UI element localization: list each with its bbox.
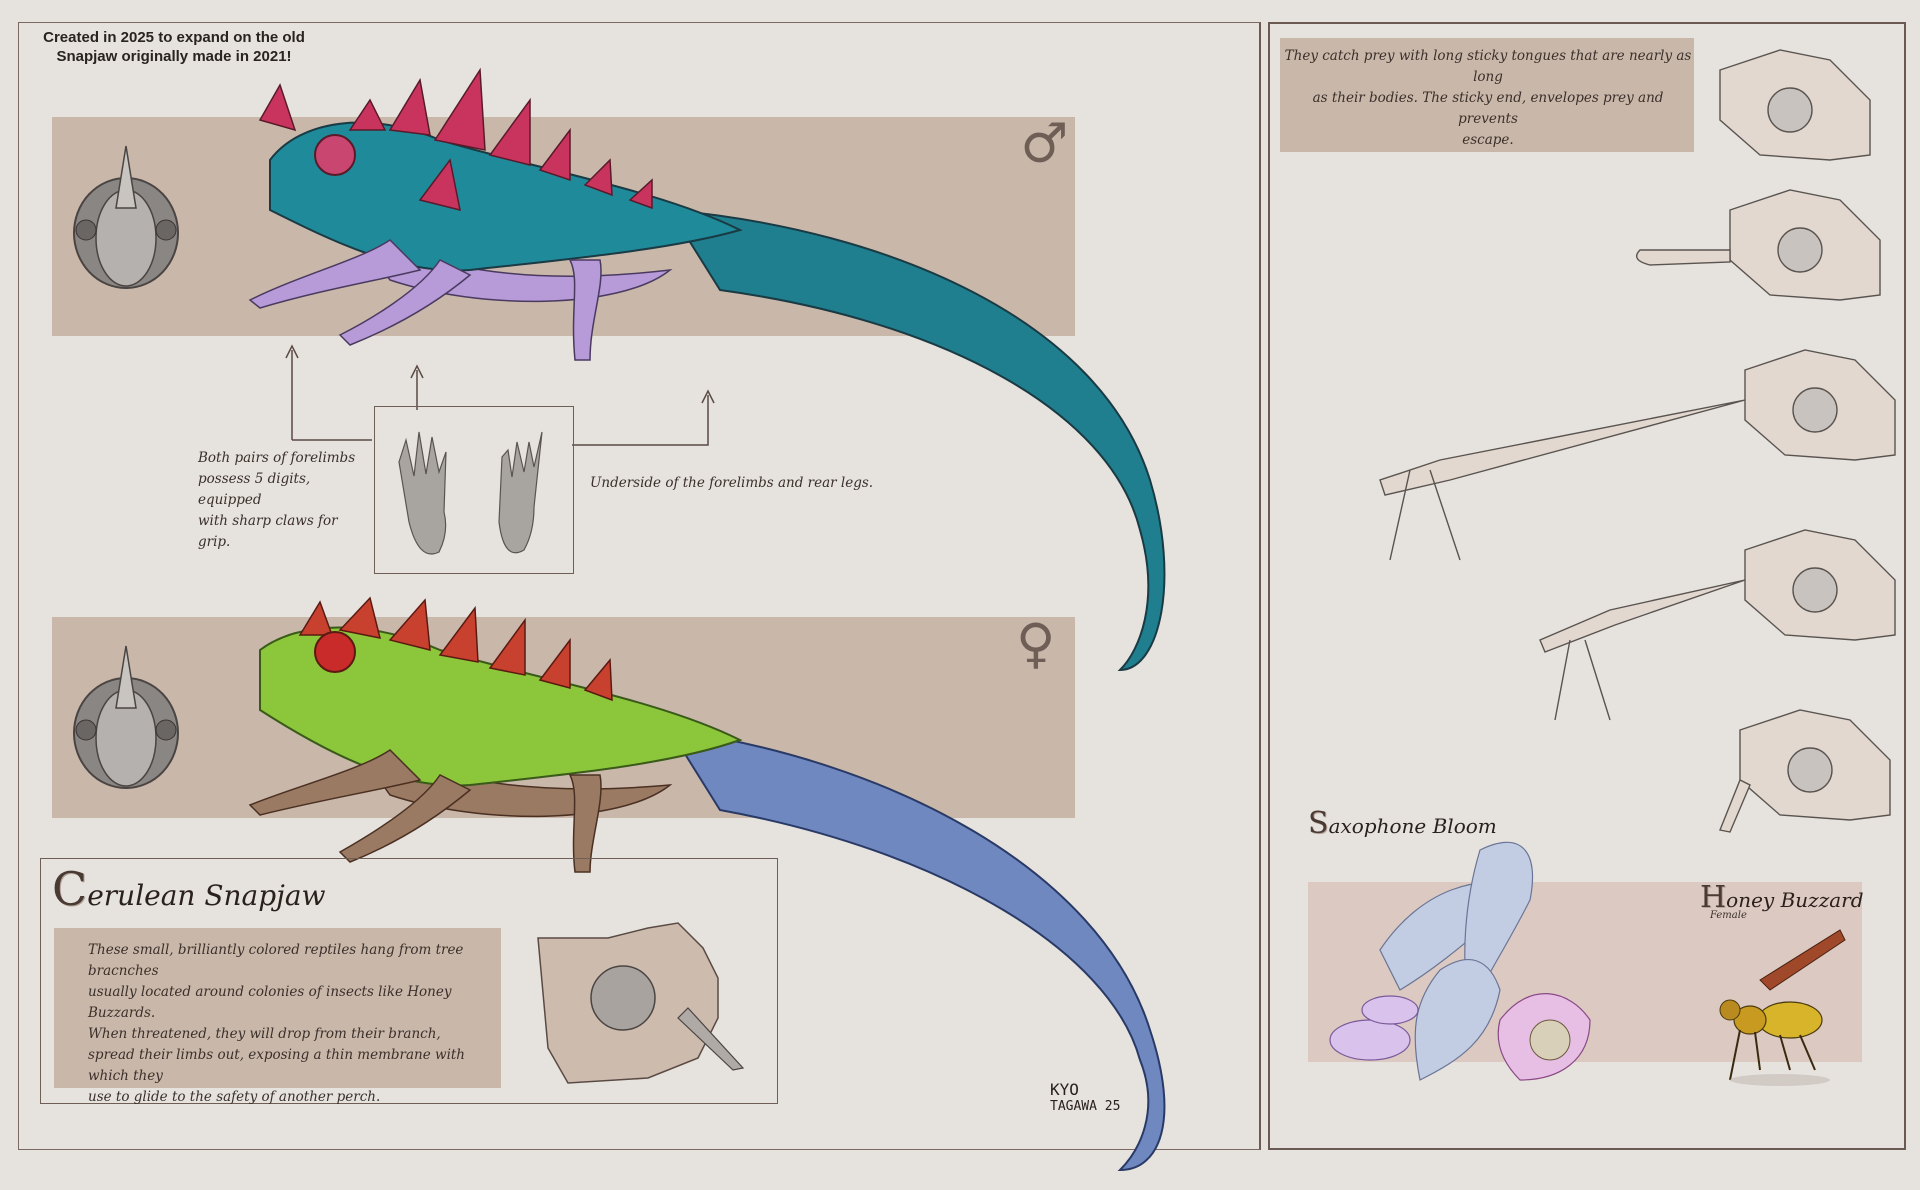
species-title-initial: C [52, 862, 88, 916]
tongue-note: They catch prey with long sticky tongues… [1282, 46, 1694, 151]
male-symbol: ♂ [1020, 112, 1069, 175]
tongue-note-line: escape. [1462, 132, 1514, 148]
creation-note-line2: Snapjaw originally made in 2021! [56, 48, 292, 65]
male-snapjaw-illustration [248, 67, 1166, 672]
tongue-note-line: They catch prey with long sticky tongues… [1284, 48, 1692, 85]
honey-buzzard-title: Honey Buzzard [1700, 880, 1864, 915]
forelimb-note-line: with sharp claws for [198, 513, 338, 529]
female-symbol: ♀ [1016, 612, 1056, 675]
limb-arrows [285, 344, 715, 446]
saxophone-bloom-initial: S [1308, 806, 1329, 841]
forelimb-note-line: grip. [198, 534, 231, 550]
description-line: use to glide to the safety of another pe… [88, 1089, 381, 1105]
honey-buzzard-initial: H [1700, 880, 1727, 915]
saxophone-bloom-title: Saxophone Bloom [1308, 806, 1497, 841]
honey-buzzard-sex: Female [1710, 910, 1747, 921]
underside-note: Underside of the forelimbs and rear legs… [590, 475, 874, 491]
honey-buzzard-rest: oney Buzzard [1726, 888, 1864, 912]
species-info-box [40, 858, 778, 1104]
description-line: These small, brilliantly colored reptile… [88, 942, 464, 979]
claw-underside-illustration [398, 431, 543, 555]
right-panel [1268, 22, 1906, 1150]
forelimb-note-line: possess 5 digits, equipped [198, 471, 311, 508]
description-line: usually located around colonies of insec… [88, 984, 452, 1021]
description-line: When threatened, they will drop from the… [88, 1026, 441, 1042]
limb-detail-box [374, 406, 574, 574]
signature-line1: KYO [1050, 1080, 1079, 1099]
honey-buzzard-illustration [1719, 929, 1846, 1086]
male-skull-front-illustration [73, 145, 179, 289]
creation-note: Created in 2025 to expand on the old Sna… [24, 28, 324, 66]
description-band [54, 928, 501, 1088]
saxophone-bloom-illustration [1329, 841, 1591, 1081]
description-line: spread their limbs out, exposing a thin … [88, 1047, 466, 1084]
forelimb-note-line: Both pairs of forelimbs [198, 450, 356, 466]
species-title: Cerulean Snapjaw [52, 862, 326, 916]
creation-note-line1: Created in 2025 to expand on the old [43, 29, 305, 46]
species-title-rest: erulean Snapjaw [87, 879, 326, 912]
tongue-note-line: as their bodies. The sticky end, envelop… [1312, 90, 1664, 127]
tongue-note-band [1280, 38, 1694, 152]
species-description: These small, brilliantly colored reptile… [88, 940, 508, 1108]
female-snapjaw-illustration [248, 596, 1166, 1172]
signature-line2: TAGAWA 25 [1050, 1099, 1121, 1114]
female-skull-front-illustration [73, 645, 179, 789]
saxophone-bloom-rest: axophone Bloom [1328, 814, 1497, 838]
left-panel [18, 22, 1261, 1150]
head-side-illustration [537, 922, 745, 1084]
artist-signature: KYO TAGAWA 25 [1050, 1080, 1120, 1114]
tongue-sequence-illustration [1379, 49, 1896, 833]
forelimb-note: Both pairs of forelimbs possess 5 digits… [198, 448, 378, 553]
